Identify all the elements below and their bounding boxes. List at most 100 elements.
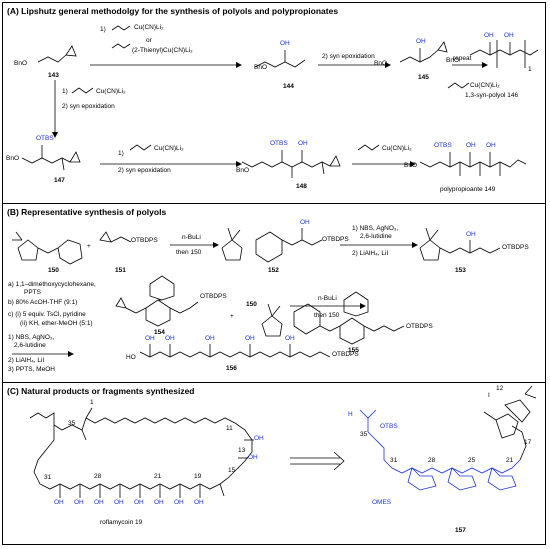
structure-152 [221,227,323,263]
structure-150 [12,231,83,265]
otbs-157: OTBS [380,423,398,430]
label-143: 143 [48,72,59,79]
label-152: 152 [268,267,279,274]
oh-145: OH [416,38,426,45]
section-b-title: (B) Representative synthesis of polyols [7,207,167,217]
structure-roflamycoin [29,407,254,498]
oh-r7: OH [134,499,144,506]
final-reagent: Cu(CN)Li₂ [382,145,412,152]
oh-144: OH [280,40,290,47]
n28-right: 28 [428,457,436,464]
nbuli-2: n-BuLi [318,295,337,302]
label-147: 147 [54,177,65,184]
step1a-or: or [146,37,152,44]
oh-r1: OH [254,435,264,442]
cond2-1: 1) NBS, AgNO₃, [8,334,55,341]
oh-156b: OH [165,335,175,342]
sub-146: 1 [528,66,532,73]
n35-left: 35 [68,420,76,427]
n28-left: 28 [94,473,102,480]
figure-frame [2,2,546,545]
then150-2: then 150 [314,312,340,319]
cond-a2: PPTS [24,289,41,296]
plus-2: + [230,313,234,320]
step1a-number: 1) [100,26,106,33]
down-reagent: Cu(CN)Li₂ [96,88,126,95]
otbs-147: OTBS [36,135,54,142]
oh-r4: OH [74,499,84,506]
cond2-2: 2) LiAlH₄, LiI [8,357,45,364]
bno-148: BnO [236,167,250,174]
oh-156d: OH [245,335,255,342]
label-148: 148 [296,183,307,190]
n12-right: 12 [496,385,504,392]
label-153: 153 [455,267,466,274]
step1a-alt: (2-Thienyl)Cu(CN)Li₂ [132,47,193,54]
otbdps-152: OTBDPS [322,236,349,243]
omes-157: OMES [372,499,392,506]
n13-left: 13 [238,447,246,454]
label-149: polypropioante 149 [440,186,496,193]
otbdps-154: OTBDPS [200,293,227,300]
plus-1: + [87,243,91,250]
bno-149: BnO [404,162,418,169]
down-step1: 1) [62,88,68,95]
oh-156c: OH [205,335,215,342]
nbs-1: 1) NBS, AgNO₃, [352,225,399,232]
oh-149a: OH [466,142,476,149]
oh-148: OH [298,140,308,147]
oh-r5: OH [94,499,104,506]
bno-143: BnO [14,60,28,67]
oh-r8: OH [154,499,164,506]
oh-156a: OH [145,335,155,342]
label-144: 144 [283,83,294,90]
structure-146 [469,40,539,68]
cond-a: a) 1,1–dimethoxycyclohexane, [8,281,96,288]
structure-154 [115,275,199,327]
n17-right: 17 [524,439,532,446]
label-145: 145 [418,74,429,81]
cond-c: c) (i) 5 equiv. TsCl, pyridine [8,311,86,318]
retrosynthesis-arrow [290,451,345,471]
n31-left: 31 [44,474,52,481]
structure-157 [359,409,521,491]
oh-152: OH [300,219,310,226]
repeat-label: repeat [453,55,472,62]
then150-1: then 150 [176,249,202,256]
lialh-1: 2) LiAlH₄, LiI [352,250,389,257]
label-150: 150 [48,267,59,274]
mid-step1: 1) [118,150,124,157]
oh-149b: OH [486,142,496,149]
n15-left: 15 [228,467,236,474]
n21-left: 21 [154,473,162,480]
structure-149 [419,152,527,176]
nbuli-1: n-BuLi [182,234,201,241]
otbs-148: OTBS [270,140,288,147]
oh-r2: OH [248,454,258,461]
step2-epox-a: 2) syn epoxidation [322,53,375,60]
n25-right: 25 [468,457,476,464]
label-146-text: 1,3-syn-polyol 146 [465,92,519,99]
otbdps-156: OTBDPS [332,351,359,358]
bno-144: BnO [254,64,268,71]
oh-146a: OH [484,32,494,39]
section-a-title: (A) Lipshutz general methodolgy for the … [7,6,339,16]
allyl-cuprate: Cu(CN)Li₂ [470,82,500,89]
structure-156 [139,344,331,358]
otbdps-151: OTBDPS [131,237,158,244]
oh-r6: OH [114,499,124,506]
n1-left: 1 [90,399,94,406]
bno-145: BnO [374,60,388,67]
structure-153 [419,227,501,261]
step1a-reagent: Cu(CN)Li₂ [134,24,164,31]
oh-153: OH [466,231,476,238]
label-155: 155 [348,347,359,354]
structure-148 [241,150,341,178]
divider-bc [3,382,545,383]
bno-147: BnO [6,155,20,162]
label-157: 157 [455,527,466,534]
oh-156e: OH [285,335,295,342]
ho-156: HO [126,354,136,361]
h-157: H [348,411,353,418]
